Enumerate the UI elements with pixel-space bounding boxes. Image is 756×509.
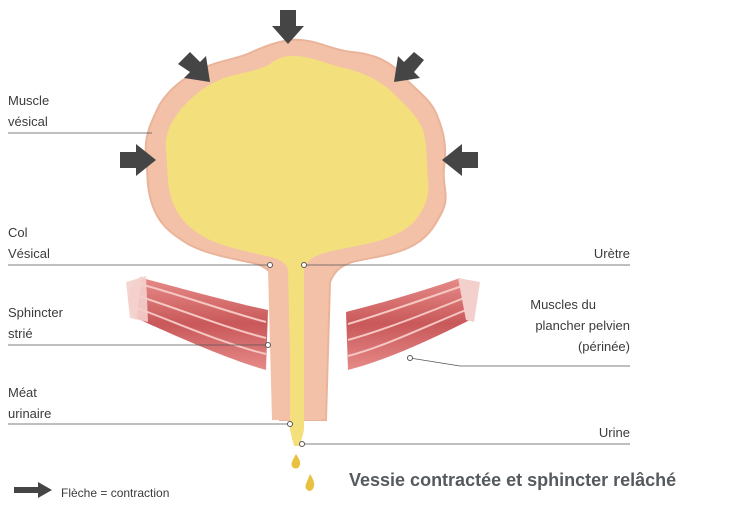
label-col-vesical-line1: Col (8, 222, 50, 243)
label-meat-urinaire-line1: Méat (8, 382, 51, 403)
arrow-top-right-icon (394, 52, 424, 82)
pelvic-muscle-left (126, 276, 268, 370)
label-meat-urinaire-line2: urinaire (8, 403, 51, 424)
label-sphincter-strie-line1: Sphincter (8, 302, 63, 323)
arrow-right-icon (442, 144, 478, 176)
label-meat-urinaire: Méat urinaire (8, 382, 51, 424)
label-muscles-plancher: Muscles du plancher pelvien (périnée) (530, 294, 630, 357)
label-urine: Urine (599, 422, 630, 443)
label-col-vesical: Col Vésical (8, 222, 50, 264)
label-uretre: Urètre (594, 243, 630, 264)
urethra-urine (290, 266, 304, 446)
label-col-vesical-line2: Vésical (8, 243, 50, 264)
legend-arrow-icon (14, 482, 52, 498)
label-muscles-plancher-line2: plancher pelvien (530, 315, 630, 336)
legend-text: Flèche = contraction (61, 486, 169, 500)
label-sphincter-strie: Sphincter strié (8, 302, 63, 344)
urine-drop-1 (291, 454, 300, 469)
urethra-wall-left (268, 270, 290, 420)
arrow-top-left-icon (178, 52, 210, 82)
label-muscle-vesical-line2: vésical (8, 111, 49, 132)
label-muscle-vesical: Muscle vésical (8, 90, 49, 132)
pelvic-muscle-right (346, 278, 480, 370)
label-muscle-vesical-line1: Muscle (8, 90, 49, 111)
urine-drop-2 (305, 474, 314, 491)
label-sphincter-strie-line2: strié (8, 323, 63, 344)
diagram-title: Vessie contractée et sphincter relâché (349, 470, 676, 491)
label-muscles-plancher-line1: Muscles du (530, 294, 630, 315)
label-muscles-plancher-line3: (périnée) (530, 336, 630, 357)
